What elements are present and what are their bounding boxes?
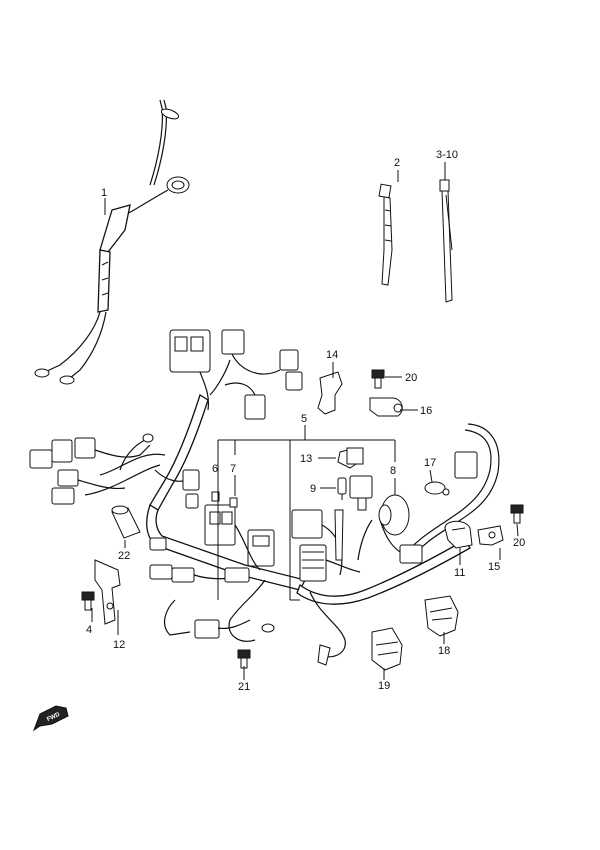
callout-18: 18 — [438, 645, 450, 657]
leader-lines — [91, 162, 519, 680]
callout-labels: 1 2 3-10 4 5 6 7 8 9 11 12 13 14 15 16 1… — [86, 149, 525, 693]
callout-15: 15 — [488, 561, 500, 573]
clamp-11 — [444, 520, 473, 549]
bolt-20-upper — [371, 369, 385, 389]
bolt-20-right — [510, 504, 524, 524]
bolt-4 — [81, 591, 95, 611]
forward-arrow-icon — [32, 705, 69, 732]
fuse-parts — [211, 491, 238, 508]
callout-17: 17 — [424, 457, 436, 469]
clamp-18 — [424, 595, 459, 637]
cable-tie-3-10 — [439, 179, 453, 303]
clamp-16 — [369, 397, 403, 417]
forward-direction-badge: FWD — [32, 705, 69, 732]
callout-22: 22 — [118, 550, 130, 562]
callout-13: 13 — [300, 453, 312, 465]
callout-11: 11 — [454, 567, 465, 579]
bracket-15 — [477, 525, 504, 546]
relay-8 — [357, 494, 410, 561]
ring-17 — [424, 481, 450, 496]
callout-3-10: 3-10 — [436, 149, 458, 161]
callout-2: 2 — [394, 157, 400, 169]
callout-1: 1 — [101, 187, 107, 199]
sleeve-22 — [111, 505, 141, 539]
battery-cable — [34, 99, 190, 385]
bolt-21 — [237, 649, 251, 669]
callout-21: 21 — [238, 681, 250, 693]
bracket-12 — [94, 559, 121, 625]
cable-tie-2 — [378, 183, 393, 286]
bracket-14 — [317, 371, 343, 415]
gasket-13 — [337, 447, 373, 511]
fwd-label: FWD — [46, 712, 62, 723]
callout-7: 7 — [230, 463, 236, 475]
main-wiring-harness — [29, 329, 500, 666]
callout-19: 19 — [378, 680, 390, 692]
clamp-19 — [371, 627, 403, 671]
pin-9 — [337, 477, 347, 500]
callout-16: 16 — [420, 405, 432, 417]
callout-14: 14 — [326, 349, 338, 361]
callout-8: 8 — [390, 465, 396, 477]
callout-20-upper: 20 — [405, 372, 417, 384]
callout-4: 4 — [86, 624, 92, 636]
callout-9: 9 — [310, 483, 316, 495]
callout-12: 12 — [113, 639, 125, 651]
callout-5: 5 — [301, 413, 307, 425]
callout-6: 6 — [212, 463, 218, 475]
callout-20-right: 20 — [513, 537, 525, 549]
